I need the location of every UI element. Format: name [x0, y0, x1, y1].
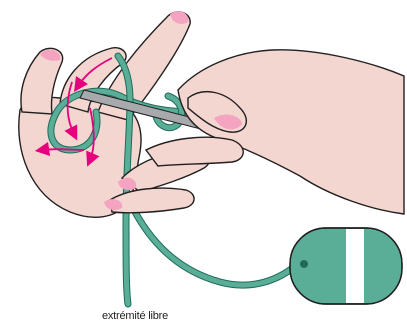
yarn-ball	[290, 228, 402, 304]
right-hand-palm	[178, 50, 404, 214]
yarn-ball-hole	[300, 260, 308, 268]
yarn-ball-stripe	[346, 229, 364, 303]
free-end-label: extrémité libre	[95, 310, 175, 322]
right-curled-fingers	[146, 137, 243, 166]
motion-arrow-4	[42, 149, 84, 150]
